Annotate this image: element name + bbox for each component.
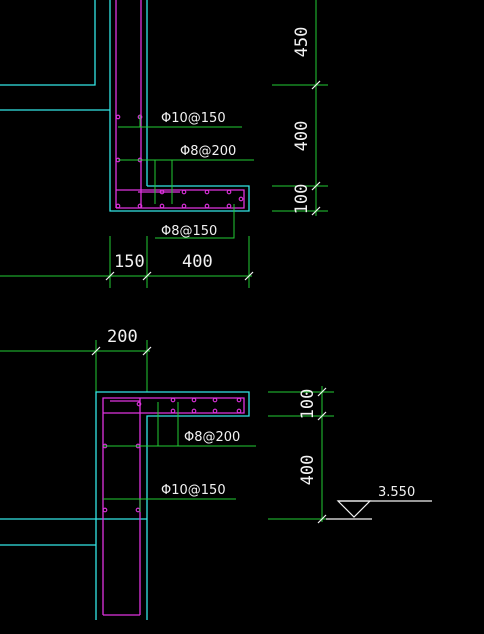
top-dim-400-vertical: 400 <box>292 121 312 152</box>
top-bar-label-phi8-200: Φ8@200 <box>180 144 236 159</box>
top-dim-400: 400 <box>182 252 213 272</box>
top-horizontal-dimension <box>0 236 254 288</box>
bottom-top-dimension <box>0 340 152 392</box>
top-vertical-dimension <box>272 0 328 216</box>
elevation-value: 3.550 <box>378 485 415 500</box>
elevation-marker-icon <box>326 500 432 520</box>
top-bar-label-phi10-150: Φ10@150 <box>161 111 226 126</box>
bottom-concrete-outline <box>0 391 250 620</box>
top-dim-150: 150 <box>114 252 145 272</box>
bottom-leaders <box>103 402 256 512</box>
top-bar-label-phi8-150: Φ8@150 <box>161 224 217 239</box>
bottom-vertical-dimension <box>268 386 334 524</box>
bottom-dim-200: 200 <box>107 327 138 347</box>
top-leaders <box>118 115 254 239</box>
bottom-detail: 200 <box>0 327 432 620</box>
bottom-dim-400: 400 <box>298 455 318 486</box>
top-rebar <box>115 0 245 209</box>
top-rebar-dots <box>115 114 244 209</box>
top-dim-100: 100 <box>292 184 312 215</box>
bottom-dim-100: 100 <box>298 389 318 420</box>
bottom-bar-label-phi8-200: Φ8@200 <box>184 430 240 445</box>
top-concrete-outline <box>0 0 250 212</box>
top-detail: Φ10@150 Φ8@200 Φ8@150 150 400 450 400 10… <box>0 0 328 288</box>
top-dim-450: 450 <box>292 27 312 58</box>
bottom-bar-label-phi10-150: Φ10@150 <box>161 483 226 498</box>
